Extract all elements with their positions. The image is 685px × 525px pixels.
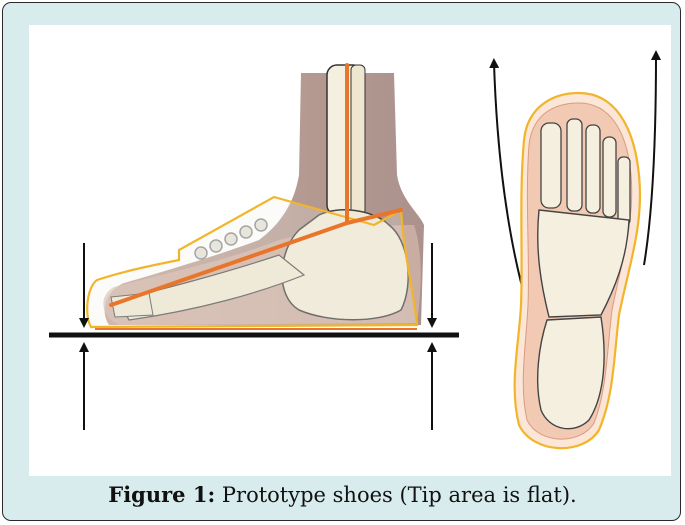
caption-text: Prototype shoes (Tip area is flat). xyxy=(215,483,576,507)
figure-card: Figure 1: Prototype shoes (Tip area is f… xyxy=(2,2,681,521)
fibula-bone xyxy=(351,65,365,215)
top-view-foot-bones xyxy=(494,55,656,448)
side-view-foot-in-shoe xyxy=(49,65,459,430)
caption-label: Figure 1: xyxy=(108,482,215,507)
heel-bones xyxy=(538,317,604,429)
figure-caption: Figure 1: Prototype shoes (Tip area is f… xyxy=(3,482,682,507)
figure-illustration xyxy=(29,25,671,476)
